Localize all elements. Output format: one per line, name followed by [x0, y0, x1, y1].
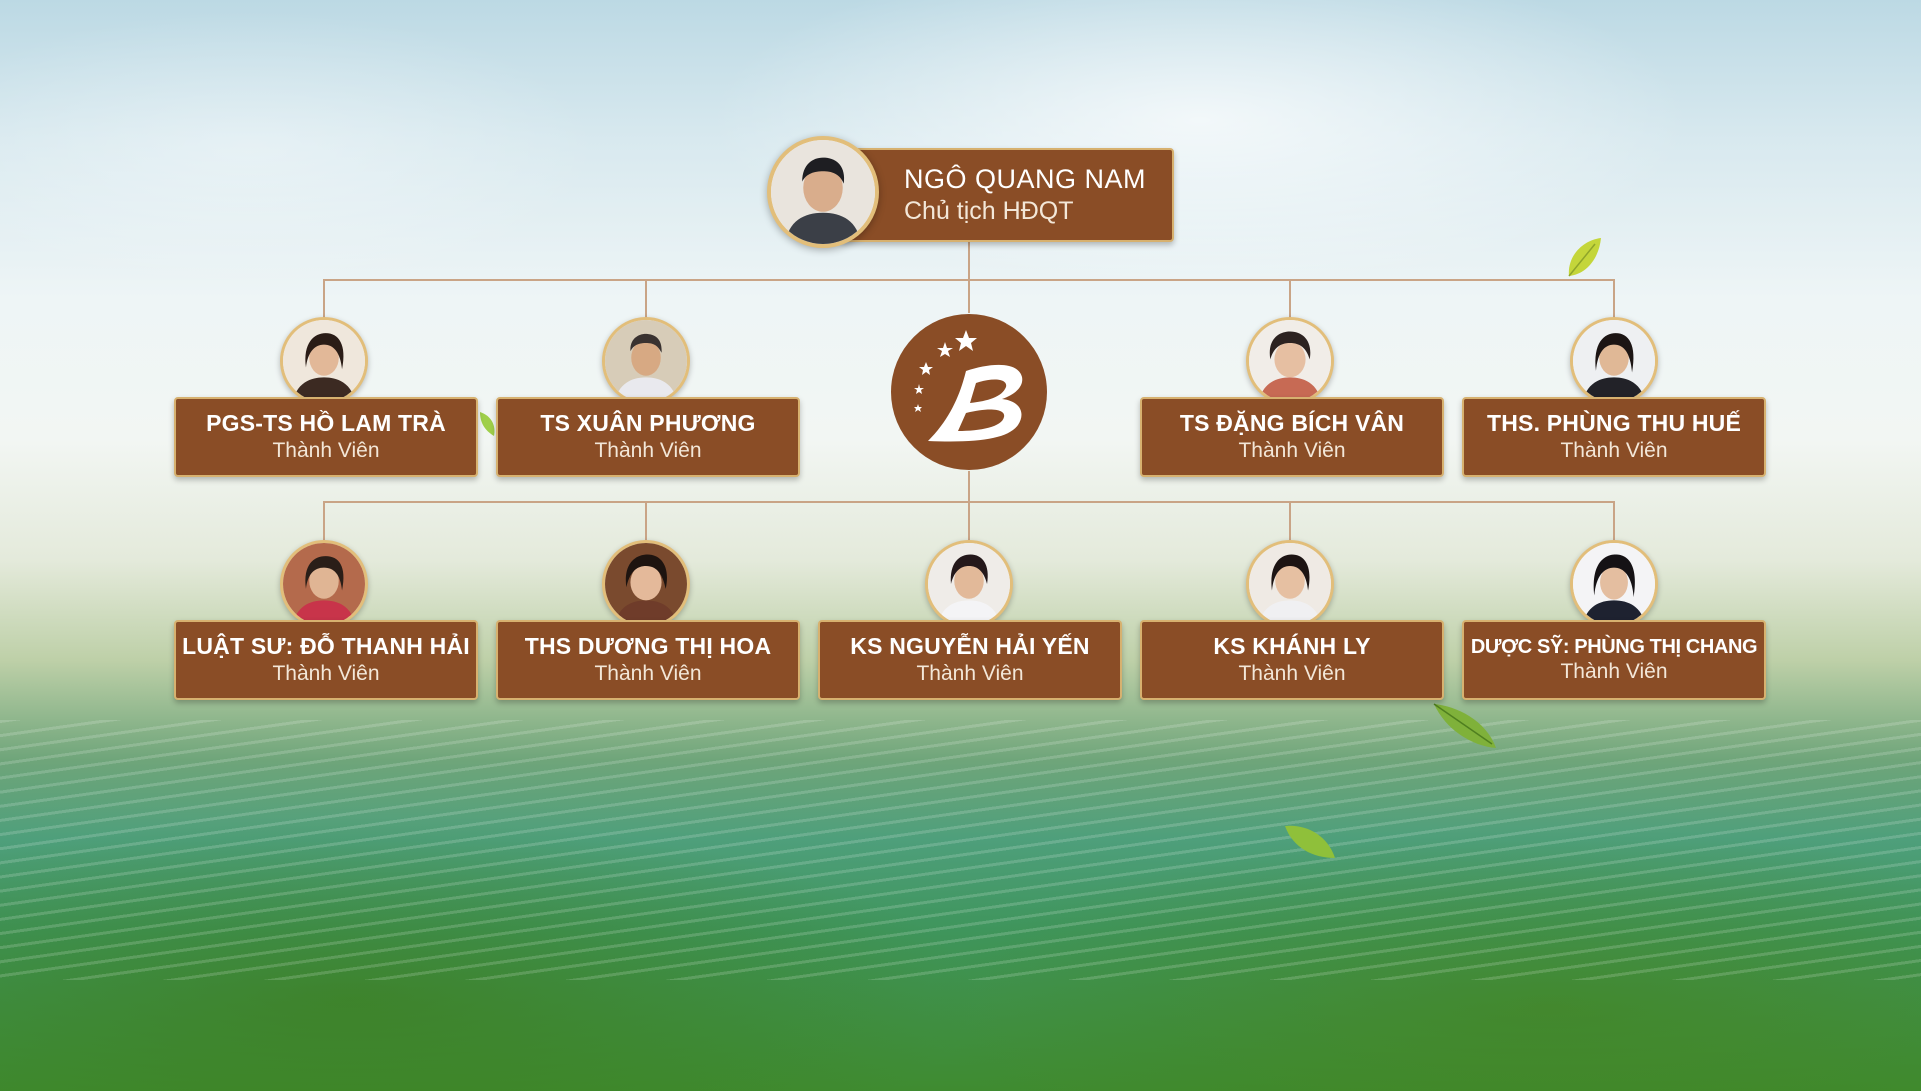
chairman-card: NGÔ QUANG NAM Chủ tịch HĐQT: [840, 148, 1174, 242]
falling-leaf-icon: [480, 412, 495, 436]
company-logo-icon: [891, 314, 1047, 470]
member-role: Thành Viên: [916, 661, 1024, 685]
member-name: THS DƯƠNG THỊ HOA: [524, 633, 772, 660]
member-name: KS NGUYỄN HẢI YẾN: [850, 633, 1090, 660]
chairman-name: NGÔ QUANG NAM: [904, 164, 1147, 195]
person-icon: [605, 543, 687, 625]
member-role: Thành Viên: [594, 661, 702, 685]
member-card-9: DƯỢC SỸ: PHÙNG THỊ CHANG Thành Viên: [1462, 620, 1766, 700]
member-avatar-1: [280, 317, 368, 405]
person-icon: [605, 320, 687, 402]
member-avatar-4: [1570, 317, 1658, 405]
person-icon: [771, 140, 875, 244]
person-icon: [1249, 320, 1331, 402]
member-name: TS ĐẶNG BÍCH VÂN: [1179, 410, 1405, 437]
falling-leaf-icon: [1285, 825, 1335, 858]
falling-leaf-icon: [1433, 703, 1496, 748]
chairman-avatar: [767, 136, 879, 248]
member-avatar-9: [1570, 540, 1658, 628]
member-role: Thành Viên: [272, 661, 380, 685]
person-icon: [928, 543, 1010, 625]
member-card-8: KS KHÁNH LY Thành Viên: [1140, 620, 1444, 700]
person-icon: [1249, 543, 1331, 625]
person-icon: [283, 320, 365, 402]
member-avatar-7: [925, 540, 1013, 628]
member-card-5: LUẬT SƯ: ĐỖ THANH HẢI Thành Viên: [174, 620, 478, 700]
member-card-2: TS XUÂN PHƯƠNG Thành Viên: [496, 397, 800, 477]
member-role: Thành Viên: [1238, 438, 1346, 462]
person-icon: [1573, 543, 1655, 625]
member-role: Thành Viên: [1560, 659, 1668, 683]
member-avatar-3: [1246, 317, 1334, 405]
member-name: TS XUÂN PHƯƠNG: [540, 410, 756, 437]
member-name: LUẬT SƯ: ĐỖ THANH HẢI: [182, 633, 470, 660]
chairman-role: Chủ tịch HĐQT: [904, 196, 1074, 225]
member-card-4: THS. PHÙNG THU HUẾ Thành Viên: [1462, 397, 1766, 477]
member-name: THS. PHÙNG THU HUẾ: [1486, 410, 1742, 437]
member-role: Thành Viên: [1560, 438, 1668, 462]
member-name: DƯỢC SỸ: PHÙNG THỊ CHANG: [1470, 635, 1758, 658]
background-sky-haze: [0, 0, 1921, 620]
member-role: Thành Viên: [1238, 661, 1346, 685]
member-role: Thành Viên: [272, 438, 380, 462]
member-role: Thành Viên: [594, 438, 702, 462]
member-name: PGS-TS HỒ LAM TRÀ: [206, 410, 446, 437]
member-card-7: KS NGUYỄN HẢI YẾN Thành Viên: [818, 620, 1122, 700]
falling-leaf-icon: [1568, 238, 1601, 277]
member-avatar-2: [602, 317, 690, 405]
person-icon: [283, 543, 365, 625]
member-avatar-5: [280, 540, 368, 628]
member-card-3: TS ĐẶNG BÍCH VÂN Thành Viên: [1140, 397, 1444, 477]
background-tea-rows: [0, 720, 1921, 980]
member-avatar-8: [1246, 540, 1334, 628]
person-icon: [1573, 320, 1655, 402]
member-card-6: THS DƯƠNG THỊ HOA Thành Viên: [496, 620, 800, 700]
member-card-1: PGS-TS HỒ LAM TRÀ Thành Viên: [174, 397, 478, 477]
member-avatar-6: [602, 540, 690, 628]
member-name: KS KHÁNH LY: [1213, 633, 1371, 660]
connector-row1-bus: [323, 279, 1615, 318]
